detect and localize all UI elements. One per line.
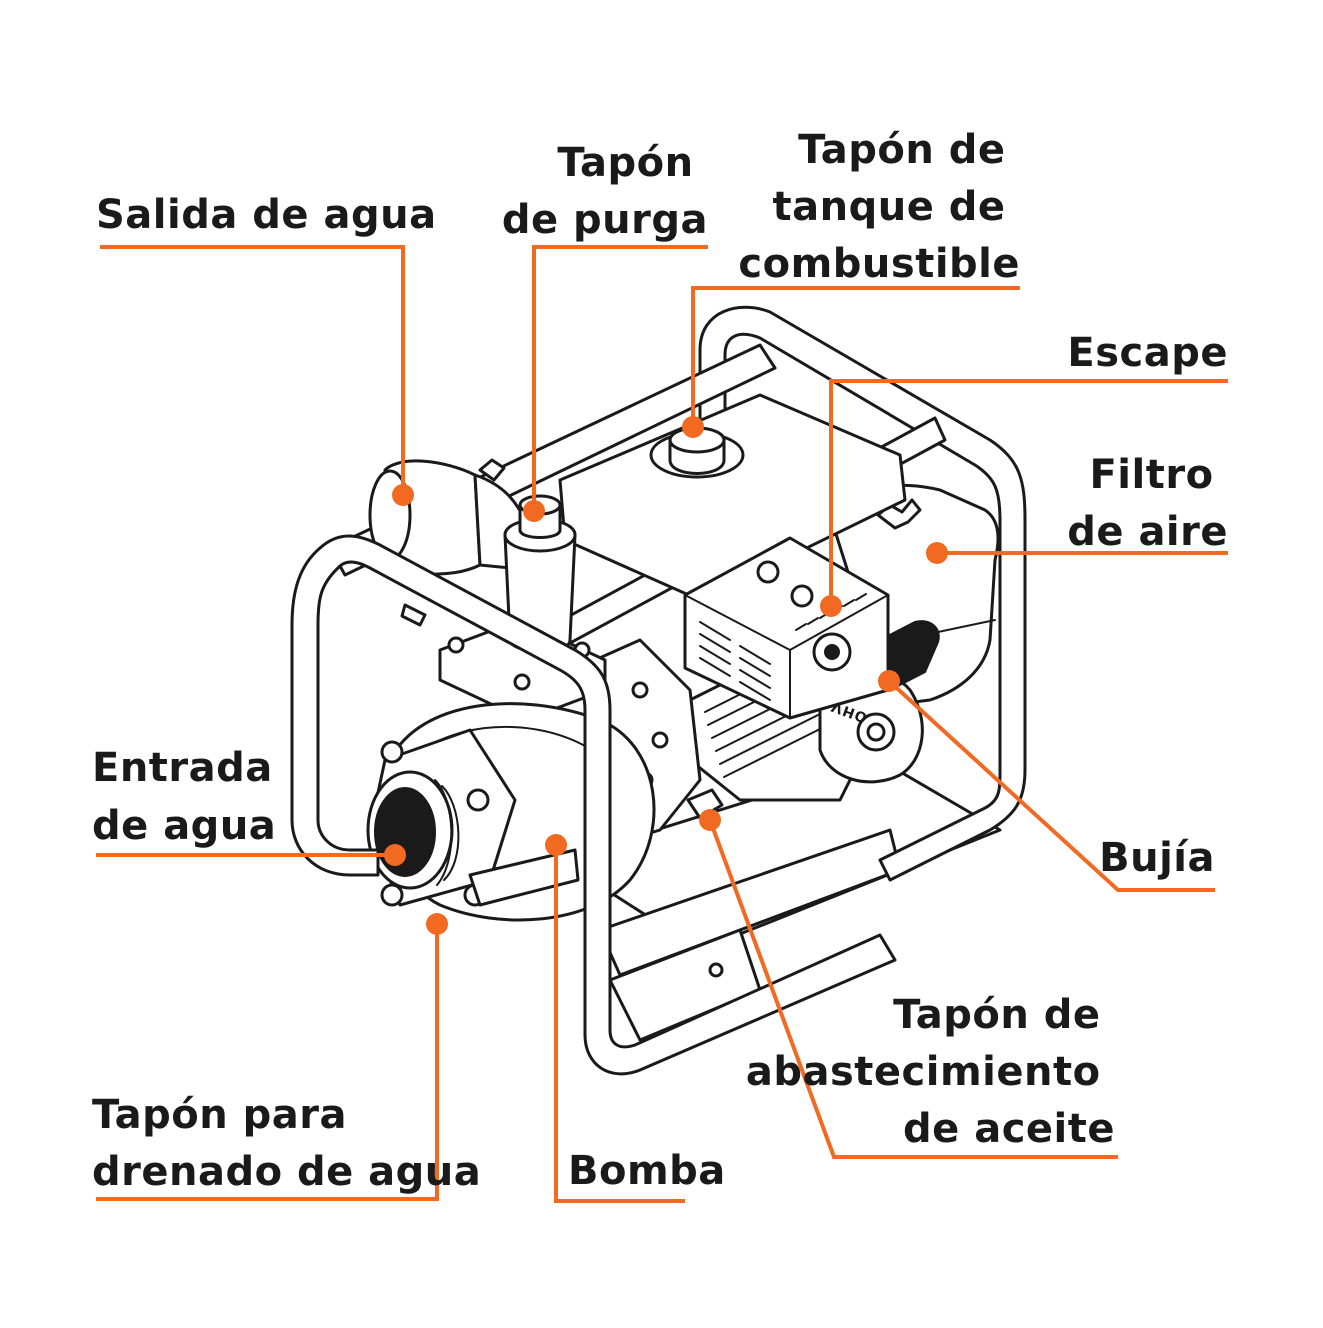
leader-dot-bomba [545, 834, 567, 856]
leader-line-tapon-drenado [96, 924, 439, 1201]
water-pump-illustration: OHV [290, 305, 1027, 1076]
label-entrada-de-agua: Entrada de agua [92, 745, 287, 849]
label-bomba: Bomba [568, 1148, 726, 1194]
leader-line-bomba [554, 845, 685, 1203]
oil-fill-plug-shape [686, 788, 724, 820]
leader-dot-bujia [878, 670, 900, 692]
label-tapon-de-tanque: Tapón de tanque de combustible [738, 127, 1020, 287]
label-escape: Escape [1067, 330, 1228, 376]
leader-dot-filtro-de-aire [926, 542, 948, 564]
leader-dot-tapon-de-aceite [699, 809, 721, 831]
label-salida-de-agua: Salida de agua [96, 192, 437, 238]
label-filtro-de-aire: Filtro de aire [1067, 452, 1228, 555]
label-bujia: Bujía [1099, 835, 1215, 881]
priming-plug [503, 494, 577, 653]
label-tapon-de-purga: Tapón de purga [502, 140, 708, 243]
leader-lines [96, 245, 1228, 1203]
base-frame [558, 758, 1002, 1042]
front-frame-tube [290, 534, 897, 1076]
leader-dot-tapon-drenado [426, 913, 448, 935]
leader-dot-tapon-de-purga [523, 500, 545, 522]
label-tapon-de-abastecimiento-de-aceite: Tapón de abastecimiento de aceite [746, 992, 1115, 1152]
leader-line-tapon-de-purga [532, 245, 708, 511]
leader-line-salida-de-agua [100, 245, 405, 495]
leader-dot-tapon-de-tanque [682, 416, 704, 438]
muffler [683, 536, 890, 720]
leader-line-bujia [887, 679, 1215, 892]
leader-line-tapon-de-tanque [691, 286, 1020, 427]
leader-line-tapon-de-aceite [708, 819, 1118, 1159]
leader-line-escape [829, 379, 1228, 606]
leader-dot-entrada-de-agua [384, 844, 406, 866]
water-inlet [366, 770, 460, 890]
leader-dot-salida-de-agua [392, 484, 414, 506]
label-tapon-para-drenado: Tapón para drenado de agua [92, 1092, 481, 1195]
leader-dot-escape [820, 595, 842, 617]
rear-frame-tube [698, 305, 1027, 882]
